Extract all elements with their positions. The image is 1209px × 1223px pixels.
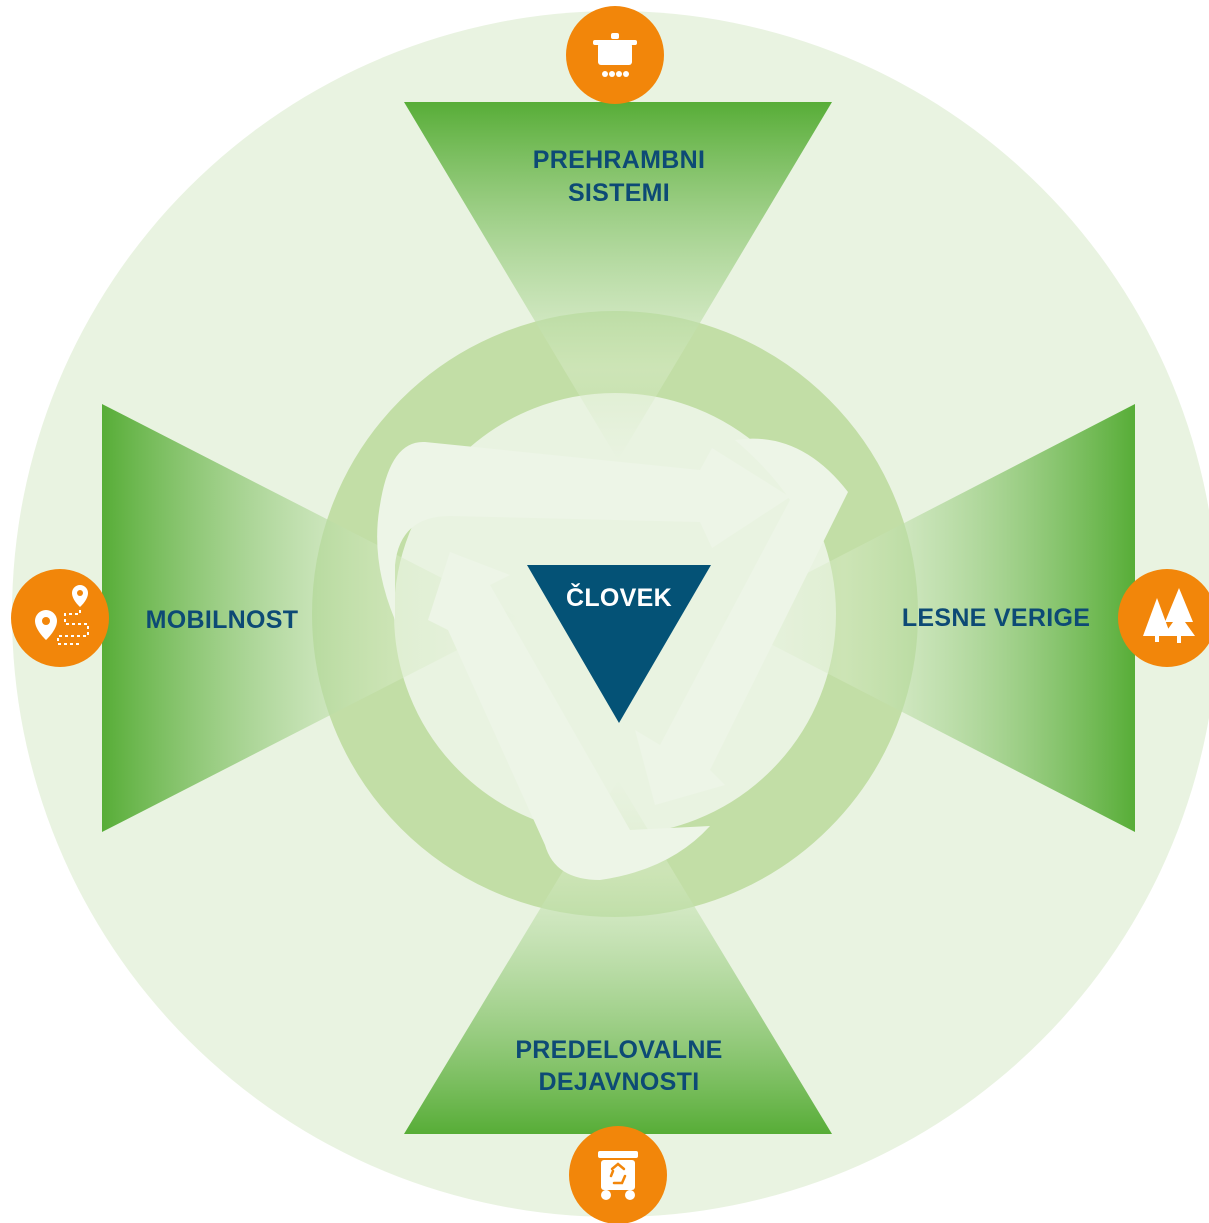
label-sistemi: SISTEMI bbox=[568, 179, 670, 207]
label-lesne-verige: LESNE VERIGE bbox=[902, 604, 1090, 632]
cycle-arrow-right bbox=[635, 438, 848, 805]
center-triangle bbox=[527, 565, 711, 723]
trees-icon bbox=[1118, 569, 1209, 667]
label-predelovalne: PREDELOVALNE bbox=[515, 1036, 722, 1064]
wedge-bottom bbox=[404, 780, 832, 1134]
label-mobilnost: MOBILNOST bbox=[146, 606, 299, 634]
cooking-pot-icon bbox=[566, 6, 664, 104]
wedge-right bbox=[720, 404, 1135, 832]
cycle-arrows bbox=[377, 438, 848, 880]
label-prehrambni: PREHRAMBNI bbox=[533, 146, 705, 174]
route-map-pin-icon bbox=[11, 569, 109, 667]
recycling-bin-icon bbox=[569, 1126, 667, 1223]
wedge-left bbox=[102, 404, 520, 832]
wedge-top bbox=[404, 102, 832, 460]
center-label: ČLOVEK bbox=[566, 582, 672, 612]
label-dejavnosti: DEJAVNOSTI bbox=[539, 1068, 700, 1096]
cycle-arrow-top bbox=[377, 441, 790, 620]
cycle-arrow-bottom bbox=[428, 552, 710, 880]
